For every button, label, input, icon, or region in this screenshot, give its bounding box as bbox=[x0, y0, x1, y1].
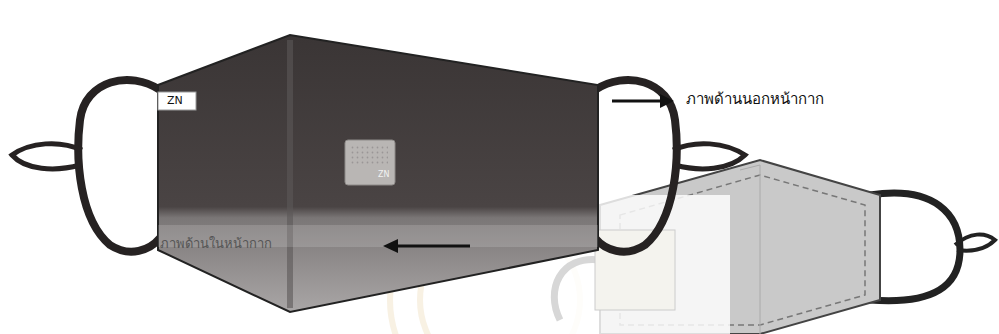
outside-mask bbox=[12, 35, 745, 312]
zn-tag-label: ZN bbox=[167, 94, 183, 107]
view-caption: ภาพด้านนอกหน้ากาก bbox=[686, 90, 824, 108]
zn-patch-label: ZN bbox=[378, 170, 389, 180]
ear-loop bbox=[870, 193, 960, 301]
strap bbox=[12, 144, 82, 169]
ear-loop bbox=[78, 80, 160, 252]
zn-tag bbox=[158, 92, 196, 110]
strap bbox=[955, 235, 995, 251]
filter-patch bbox=[345, 140, 395, 185]
ear-loop bbox=[595, 80, 677, 252]
strap bbox=[673, 144, 745, 169]
arrow bbox=[383, 94, 674, 253]
view-caption: ภาพด้านในหน้ากาก bbox=[160, 236, 272, 252]
